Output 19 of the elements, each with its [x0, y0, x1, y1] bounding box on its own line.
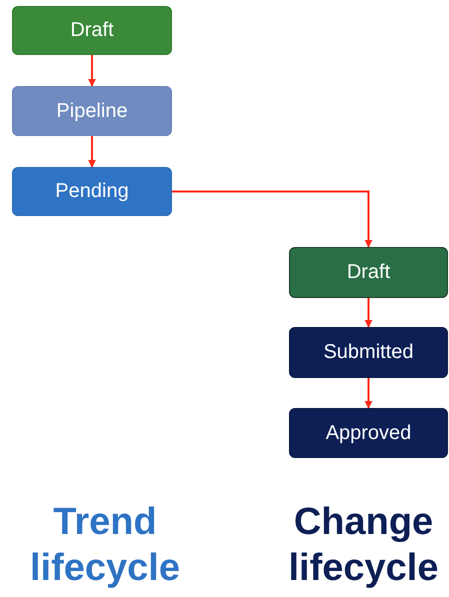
process-box: [12, 167, 172, 216]
section-title: Trend lifecycle: [29, 500, 181, 591]
box-label: Pipeline: [56, 98, 128, 124]
arrow: [364, 298, 372, 328]
process-box: [12, 6, 172, 55]
box-label: Submitted: [323, 340, 414, 365]
process-box: [289, 408, 448, 458]
process-box: [289, 327, 448, 378]
process-box: [12, 86, 172, 136]
box-label: Draft: [346, 260, 390, 285]
process-box: [289, 247, 448, 298]
box-label: Pending: [55, 179, 129, 204]
arrow: [364, 378, 372, 409]
arrow: [172, 190, 372, 248]
section-title: Change lifecycle: [288, 500, 440, 591]
arrow: [88, 136, 96, 168]
box-label: Draft: [70, 18, 114, 43]
box-label: Approved: [326, 420, 412, 446]
arrow: [88, 55, 96, 87]
